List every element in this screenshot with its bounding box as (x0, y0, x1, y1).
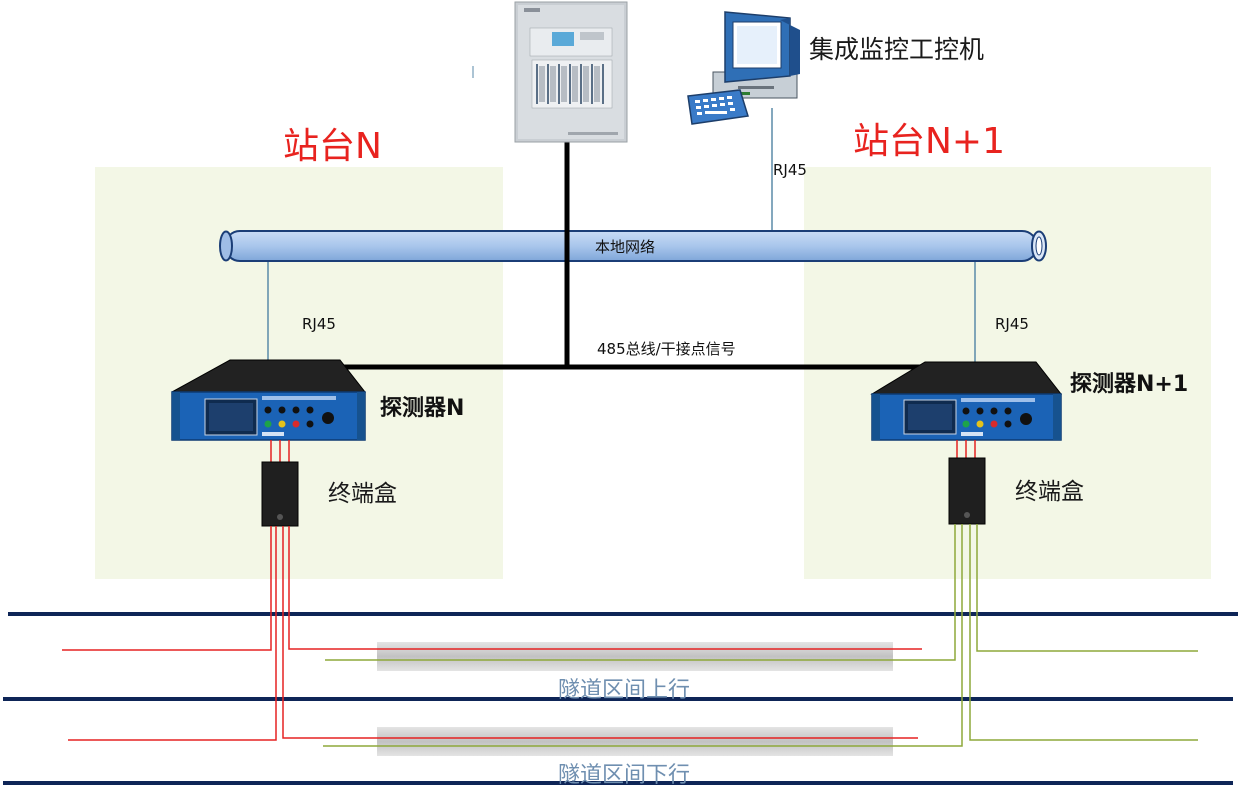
sensing-fiber-red (62, 526, 922, 741)
fire-alarm-panel-icon (514, 1, 628, 143)
terminal-box-left (261, 461, 299, 527)
detector-n-device (171, 359, 367, 441)
detector-n-label: 探测器N (380, 396, 465, 421)
station-n1-label: 站台N+1 (853, 121, 1005, 162)
station-n-label: 站台N (283, 126, 382, 167)
cable-sleeve-down (377, 727, 893, 756)
rj45-label-left: RJ45 (302, 315, 336, 333)
monitoring-computer-icon (687, 11, 800, 125)
terminal-box-left-label: 终端盒 (328, 481, 397, 507)
terminal-box-right (948, 457, 986, 525)
detector-n1-device (870, 361, 1063, 441)
signal-bus-label: 485总线/干接点信号 (597, 340, 736, 358)
rj45-label-right: RJ45 (995, 315, 1029, 333)
local-network-label: 本地网络 (595, 238, 656, 256)
tunnel-up-label: 隧道区间上行 (558, 678, 691, 703)
track-rails (3, 612, 1238, 785)
cable-sleeve-up (377, 642, 893, 671)
detector-n-fiber-bundle (270, 440, 290, 462)
terminal-box-right-label: 终端盒 (1015, 479, 1084, 505)
rj45-label-pc: RJ45 (773, 161, 807, 179)
detector-n1-label: 探测器N+1 (1070, 372, 1189, 397)
local-network-bus (219, 230, 1047, 262)
tunnel-down-label: 隧道区间下行 (558, 763, 691, 788)
monitoring-pc-label: 集成监控工控机 (809, 35, 985, 64)
detector-n1-fiber-bundle (956, 440, 976, 458)
sensing-fiber-green (323, 524, 1198, 747)
